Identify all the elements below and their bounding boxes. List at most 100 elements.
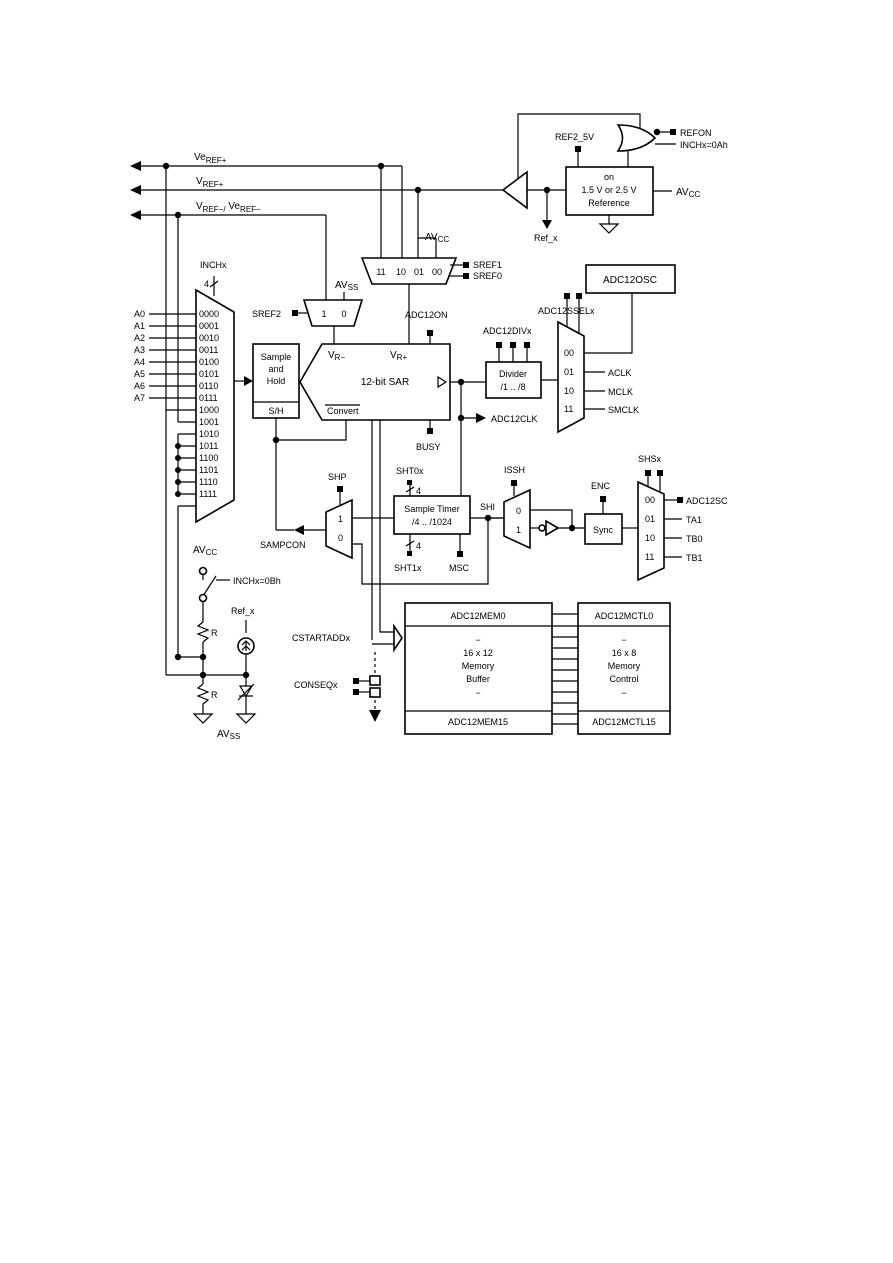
vref-plus-sub: REF+ — [203, 180, 224, 189]
neg-mux-avss: AV — [335, 280, 348, 291]
neg-mux-input-1: 1 — [321, 309, 326, 319]
inchx-0b-label: INCHx=0Bh — [233, 576, 281, 586]
adc12osc-label: ADC12OSC — [603, 275, 657, 286]
code-0110: 0110 — [199, 381, 218, 391]
divider-line2: /1 .. /8 — [500, 382, 525, 392]
ref-mux-input-11: 11 — [376, 267, 385, 277]
code-1001: 1001 — [199, 417, 219, 427]
channel-a0: A0 — [134, 309, 145, 319]
neg-mux-input-0: 0 — [341, 309, 346, 319]
sht0x-bits: 4 — [416, 486, 421, 496]
input-mux-codes: 0000 0001 0010 0011 0100 0101 0110 0111 … — [199, 309, 219, 499]
code-0000: 0000 — [199, 309, 219, 319]
ref-mux-input-00: 00 — [432, 267, 442, 277]
sync-label: Sync — [593, 525, 614, 535]
vref-minus-arrow — [130, 210, 141, 220]
ref-avcc-label: AV — [676, 187, 689, 198]
memory-buffer — [404, 602, 553, 735]
channel-a4: A4 — [134, 357, 145, 367]
inchx-0a-label: INCHx=0Ah — [680, 140, 728, 150]
refon-label: REFON — [680, 128, 712, 138]
veref-plus-arrow — [130, 161, 141, 171]
mem-top-label: ADC12MEM0 — [450, 611, 505, 621]
sample-timer-line2: /4 .. /1024 — [412, 517, 452, 527]
reference-generator: Ref_x on 1.5 V or 2.5 V Reference AVCC R… — [501, 113, 728, 243]
divider-block — [485, 361, 542, 399]
sht0x-label: SHT0x — [396, 466, 424, 476]
clk-code-01: 01 — [564, 367, 574, 377]
mem-buffer-label: Buffer — [466, 674, 490, 684]
vref-plus-label: V — [196, 176, 203, 187]
reference-on-label: on — [604, 172, 614, 182]
svg-text:VR−: VR− — [328, 350, 345, 362]
busy-label: BUSY — [416, 442, 441, 452]
resistor-r1-label: R — [211, 628, 218, 638]
memory-control — [577, 602, 671, 735]
mem-dash-bottom: − — [475, 688, 480, 698]
ref-x-label: Ref_x — [534, 233, 558, 243]
svg-text:AVSS: AVSS — [335, 280, 358, 292]
reference-voltage-label: 1.5 V or 2.5 V — [581, 185, 636, 195]
issh-label: ISSH — [504, 465, 525, 475]
shs-mux — [637, 480, 665, 582]
vref-minus-label2: Ve — [226, 201, 241, 212]
code-0100: 0100 — [199, 357, 219, 367]
inverter — [545, 519, 560, 537]
code-0101: 0101 — [199, 369, 219, 379]
mem-size-label: 16 x 12 — [463, 648, 493, 658]
sar-vr-plus-sub: R+ — [397, 353, 408, 362]
ctl-top-label: ADC12MCTL0 — [595, 611, 654, 621]
inchx-label: INCHx — [200, 260, 227, 270]
neg-mux: 1 0 AVSS SREF2 — [252, 280, 364, 345]
sref2-label: SREF2 — [252, 309, 281, 319]
clk-code-10: 10 — [564, 386, 574, 396]
sref1-label: SREF1 — [473, 260, 502, 270]
mclk-label: MCLK — [608, 387, 633, 397]
vref-minus-sub1: REF−/ — [203, 205, 227, 214]
shsx-label: SHSx — [638, 454, 662, 464]
shp-input-1: 1 — [338, 514, 343, 524]
sar-vr-plus: V — [390, 350, 397, 361]
clock-path: ADC12CLK Divider /1 .. /8 ADC12DIVx ADC1… — [450, 264, 676, 496]
vref-minus-label: V — [196, 201, 203, 212]
adc12clk-label: ADC12CLK — [491, 414, 538, 424]
trigger-path: ISSH 0 1 Sync ENC SHSx 00 01 10 11 A — [488, 454, 728, 582]
temp-avcc-sub: CC — [206, 548, 218, 557]
shs-src-tb0: TB0 — [686, 534, 703, 544]
ref2-5v-label: REF2_5V — [555, 132, 594, 142]
issh-input-0: 0 — [516, 506, 521, 516]
reference-rails: VeREF+ VREF+ VREF−/ VeREF− — [130, 152, 503, 675]
svg-text:VREF+: VREF+ — [196, 176, 224, 189]
shi-label: SHI — [480, 502, 495, 512]
temperature-sensor: AVCC INCHx=0Bh R R Ref_x — [166, 505, 281, 741]
shp-label: SHP — [328, 472, 347, 482]
code-0011: 0011 — [199, 345, 218, 355]
aclk-label: ACLK — [608, 368, 632, 378]
sar-convert-label: Convert — [327, 406, 359, 416]
code-0010: 0010 — [199, 333, 219, 343]
clock-source-mux — [557, 320, 585, 434]
clk-code-00: 00 — [564, 348, 574, 358]
sampcon-label: SAMPCON — [260, 540, 306, 550]
svg-text:AVCC: AVCC — [425, 232, 449, 244]
issh-mux — [503, 488, 531, 550]
code-1010: 1010 — [199, 429, 219, 439]
channel-a2: A2 — [134, 333, 145, 343]
clk-code-11: 11 — [564, 404, 573, 414]
or-gate — [616, 124, 657, 152]
svg-text:AVCC: AVCC — [193, 545, 217, 557]
code-1101: 1101 — [199, 465, 218, 475]
adc12divx-label: ADC12DIVx — [483, 326, 532, 336]
svg-text:AVSS: AVSS — [217, 729, 240, 741]
input-mux: INCHx 4 A0 A1 A2 A3 A4 A5 A6 A7 — [134, 260, 253, 524]
ctl-dash-bottom: − — [621, 688, 626, 698]
ref-mux-avcc: AV — [425, 232, 438, 243]
enc-label: ENC — [591, 481, 611, 491]
shs-src-ta1: TA1 — [686, 515, 702, 525]
sht1x-bits: 4 — [416, 541, 421, 551]
mem-bottom-label: ADC12MEM15 — [448, 717, 508, 727]
shp-mux: SHP 1 0 SAMPCON — [260, 472, 394, 560]
vref-minus-sub2: REF− — [240, 205, 261, 214]
code-0001: 0001 — [199, 321, 219, 331]
shs-src-adc12sc: ADC12SC — [686, 496, 728, 506]
